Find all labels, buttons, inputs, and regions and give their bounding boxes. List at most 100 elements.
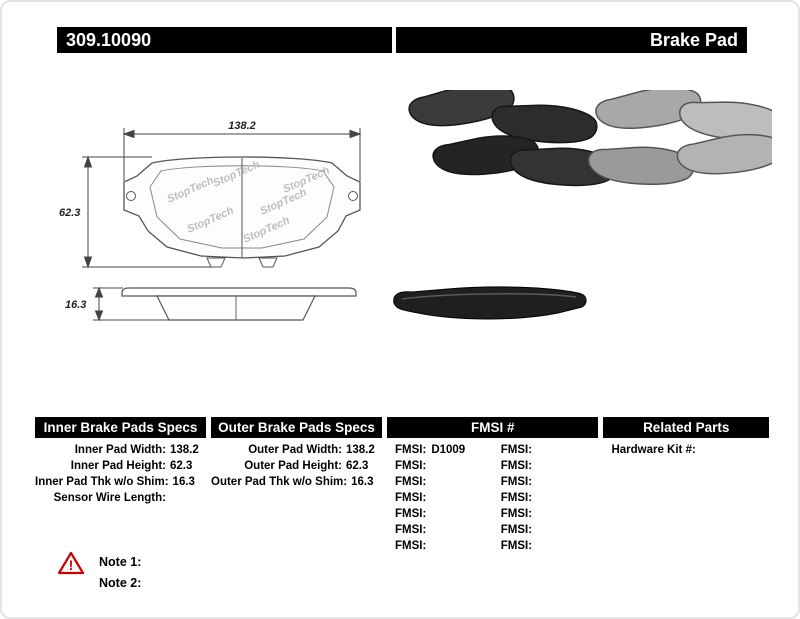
fmsi-value	[532, 524, 537, 536]
fmsi-value	[532, 492, 537, 504]
dimension-height-label: 62.3	[59, 207, 80, 219]
inner-specs-header: Inner Brake Pads Specs	[35, 417, 206, 438]
related-parts-header: Related Parts	[603, 417, 769, 438]
note-2: Note 2:	[99, 576, 142, 590]
warning-glyph: !	[69, 557, 74, 573]
fmsi-row: FMSI:	[501, 442, 599, 458]
spec-row: Outer Pad Thk w/o Shim: 16.3	[211, 474, 382, 490]
related-parts-column: Related Parts Hardware Kit #:	[603, 417, 769, 554]
pad-bottom-tab-left	[206, 257, 226, 268]
fmsi-value	[426, 476, 431, 488]
fmsi-row: FMSI:	[501, 522, 599, 538]
fmsi-value	[426, 460, 431, 472]
fmsi-label: FMSI:	[500, 508, 533, 520]
spec-row: Inner Pad Width: 138.2	[35, 442, 206, 458]
fmsi-label: FMSI:	[500, 460, 533, 472]
dimension-thickness-label: 16.3	[65, 299, 86, 311]
fmsi-row: FMSI:	[501, 538, 599, 554]
related-parts-value	[696, 444, 701, 456]
related-parts-row: Hardware Kit #:	[603, 442, 769, 458]
technical-drawing: 138.2 62.3 StopTech StopTech StopTech St…	[59, 120, 362, 322]
fmsi-row: FMSI:	[395, 538, 493, 554]
fmsi-label: FMSI:	[395, 460, 427, 472]
fmsi-column: FMSI # FMSI: D1009 FMSI: FMSI: FMSI: FMSI…	[387, 417, 599, 554]
fmsi-row: FMSI:	[501, 490, 599, 506]
spec-value: 62.3	[170, 460, 193, 472]
notes: ! Note 1: Note 2:	[58, 551, 141, 594]
spec-label: Inner Pad Thk w/o Shim:	[35, 476, 169, 488]
fmsi-label: FMSI:	[500, 492, 533, 504]
spec-label: Outer Pad Width:	[248, 444, 342, 456]
spec-label: Inner Pad Width:	[74, 444, 166, 456]
fmsi-row: FMSI:	[395, 474, 493, 490]
note-1: Note 1:	[99, 555, 142, 569]
inner-specs-column: Inner Brake Pads Specs Inner Pad Width: …	[35, 417, 206, 554]
dimension-width-label: 138.2	[228, 120, 256, 132]
spec-row: Inner Pad Height: 62.3	[35, 458, 206, 474]
fmsi-value: D1009	[431, 444, 466, 456]
warning-triangle-icon: !	[58, 551, 84, 575]
fmsi-label: FMSI:	[395, 444, 427, 456]
pad-ear-hole-right	[348, 191, 358, 201]
spec-row: Outer Pad Height: 62.3	[211, 458, 382, 474]
spec-value	[166, 490, 206, 506]
spec-label: Inner Pad Height:	[70, 460, 166, 472]
fmsi-row: FMSI:	[395, 506, 493, 522]
fmsi-left-column: FMSI: D1009 FMSI: FMSI: FMSI: FMSI: FMSI:…	[387, 442, 493, 554]
fmsi-row: FMSI:	[395, 490, 493, 506]
page-title: Brake Pad	[649, 29, 738, 50]
spec-value: 138.2	[170, 444, 199, 456]
fmsi-header: FMSI #	[387, 417, 599, 438]
spec-row: Sensor Wire Length:	[35, 490, 206, 506]
fmsi-label: FMSI:	[500, 540, 533, 552]
brake-pads-photo	[406, 90, 772, 191]
dark-pads-group	[406, 90, 618, 191]
fmsi-value	[532, 444, 537, 456]
fmsi-value	[426, 524, 431, 536]
fmsi-row: FMSI:	[501, 474, 599, 490]
spec-value: 16.3	[172, 476, 195, 488]
fmsi-label: FMSI:	[500, 476, 533, 488]
fmsi-value	[426, 492, 431, 504]
spec-table: Inner Brake Pads Specs Inner Pad Width: …	[35, 417, 769, 554]
part-number-bar: 309.10090	[57, 27, 392, 53]
spec-value: 16.3	[351, 476, 374, 488]
spec-value: 138.2	[346, 444, 375, 456]
fmsi-row: FMSI:	[395, 458, 493, 474]
part-number: 309.10090	[66, 29, 152, 50]
spec-label: Outer Pad Height:	[244, 460, 342, 472]
fmsi-label: FMSI:	[395, 540, 427, 552]
outer-specs-column: Outer Brake Pads Specs Outer Pad Width: …	[211, 417, 382, 554]
fmsi-row: FMSI:	[501, 506, 599, 522]
pad-ear-hole-left	[126, 191, 136, 201]
brake-pad-side-photo	[393, 286, 587, 320]
fmsi-label: FMSI:	[395, 492, 427, 504]
pad-friction-outline	[149, 165, 335, 249]
fmsi-value	[426, 540, 431, 552]
fmsi-row: FMSI:	[395, 522, 493, 538]
spec-row: Inner Pad Thk w/o Shim: 16.3	[35, 474, 206, 490]
pad-side-backing-plate	[121, 287, 357, 297]
outer-specs-header: Outer Brake Pads Specs	[211, 417, 382, 438]
fmsi-label: FMSI:	[500, 524, 533, 536]
related-parts-label: Hardware Kit #:	[611, 444, 696, 456]
fmsi-label: FMSI:	[395, 524, 427, 536]
spec-label: Sensor Wire Length:	[53, 492, 166, 504]
fmsi-right-column: FMSI: FMSI: FMSI: FMSI: FMSI: FMSI: FMSI…	[493, 442, 599, 554]
product-title-bar: Brake Pad	[396, 27, 747, 53]
fmsi-value	[532, 540, 537, 552]
fmsi-value	[532, 460, 537, 472]
fmsi-value	[532, 476, 537, 488]
fmsi-value	[532, 508, 537, 520]
fmsi-value	[426, 508, 431, 520]
fmsi-label: FMSI:	[395, 508, 427, 520]
pad-bottom-tab-right	[258, 257, 278, 268]
gray-pads-group	[586, 90, 772, 189]
fmsi-row: FMSI: D1009	[395, 442, 493, 458]
fmsi-row: FMSI:	[501, 458, 599, 474]
fmsi-label: FMSI:	[500, 444, 533, 456]
spec-label: Outer Pad Thk w/o Shim:	[211, 476, 348, 488]
spec-value: 62.3	[346, 460, 369, 472]
spec-row: Outer Pad Width: 138.2	[211, 442, 382, 458]
